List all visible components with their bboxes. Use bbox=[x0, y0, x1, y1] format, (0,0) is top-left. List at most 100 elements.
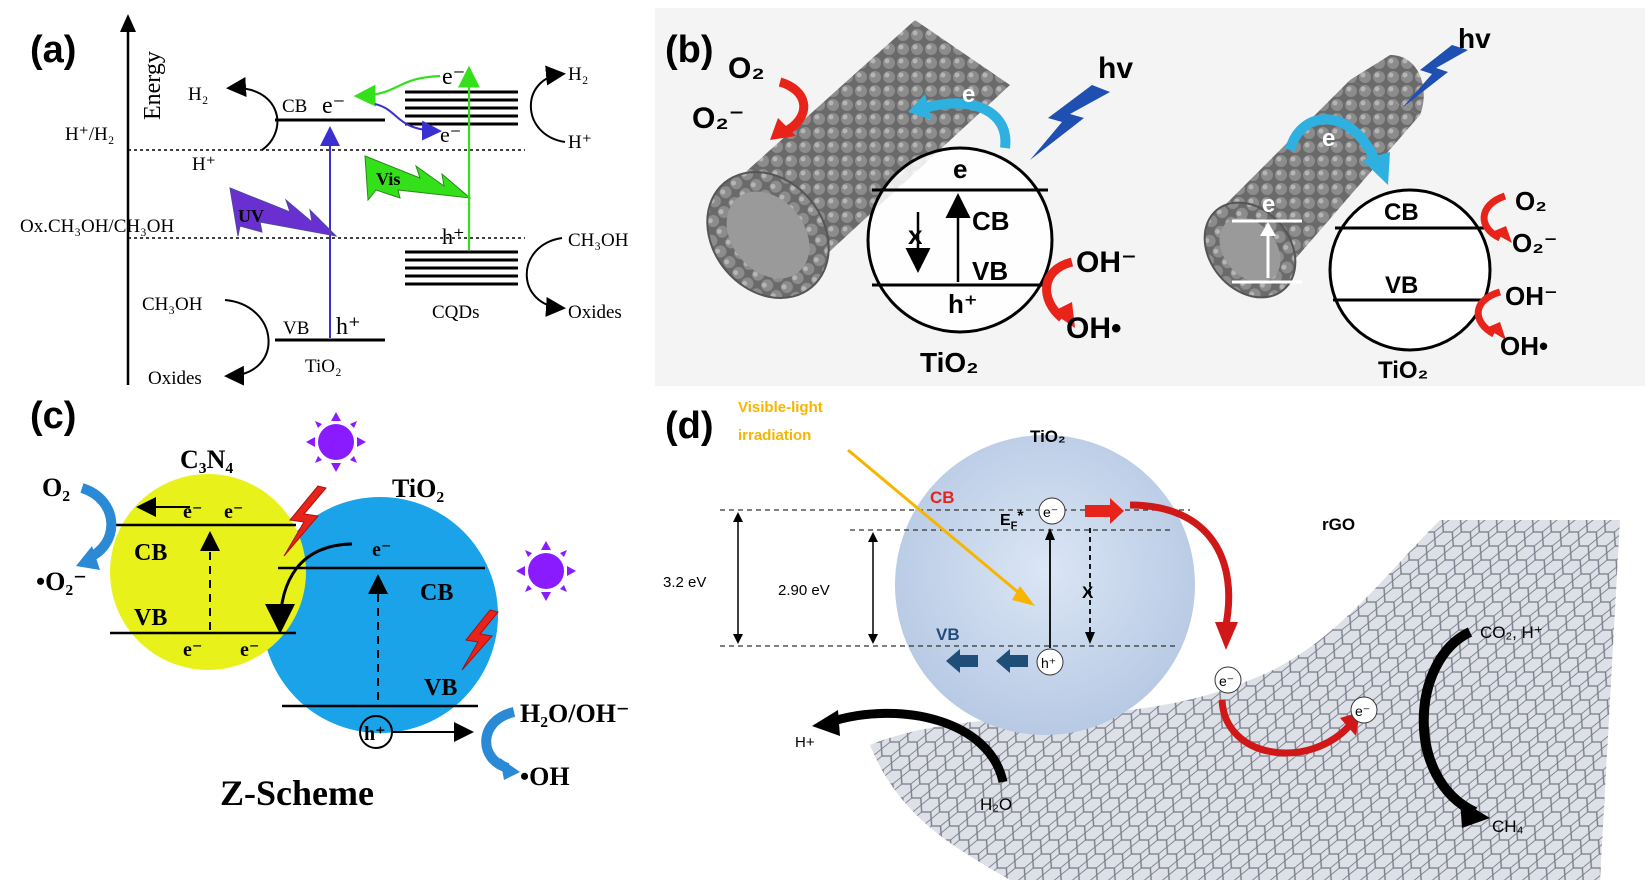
d-h2o-arrow-head-icon bbox=[812, 710, 840, 736]
h2-right-label: H₂ bbox=[568, 64, 588, 85]
uv-lightning-icon bbox=[229, 187, 338, 237]
tio2-c-vb-label: VB bbox=[424, 675, 457, 701]
z-scheme-transfer-arrow bbox=[265, 542, 353, 634]
c3n4-e3: e⁻ bbox=[183, 639, 202, 661]
lightning-left-icon bbox=[1030, 85, 1110, 160]
tio2-to-cqd-transfer-arrow bbox=[374, 103, 442, 141]
oh-right-red-arrow-head-icon bbox=[1486, 322, 1506, 340]
panel-b: (b) e CB x VB h⁺ TiO₂ e O₂ O₂⁻ bbox=[655, 8, 1645, 386]
rgo-label: rGO bbox=[1322, 515, 1355, 534]
panel-d-label: (d) bbox=[665, 405, 714, 447]
ohminus-left-label: OH⁻ bbox=[1076, 246, 1137, 279]
energy-axis-arrow-icon bbox=[120, 14, 136, 32]
nanotube-right bbox=[1203, 55, 1424, 299]
ohrad-left-label: OH• bbox=[1066, 312, 1122, 345]
h2-left-label: H₂ bbox=[188, 84, 208, 105]
c-h2o-blue-arrow bbox=[481, 707, 516, 773]
hv-right-label: hv bbox=[1458, 23, 1491, 54]
c3n4-e1: e⁻ bbox=[183, 501, 202, 523]
d-recombination-arrow-head-icon bbox=[1085, 632, 1095, 644]
d-hole-circle bbox=[1036, 648, 1064, 676]
d-red-curve-2 bbox=[1218, 699, 1353, 757]
d-electron-top-circle bbox=[1038, 497, 1066, 525]
gap-3-2-label: 3.2 eV bbox=[663, 574, 706, 591]
nanotube-left bbox=[706, 20, 1010, 299]
hplus-left-label: H⁺ bbox=[192, 154, 216, 175]
tio2-left-vb-label: VB bbox=[972, 256, 1008, 286]
o2-right-label: O₂ bbox=[1515, 186, 1547, 216]
cqds-top-electron: e⁻ bbox=[442, 64, 465, 90]
sun-icon-right bbox=[516, 541, 576, 601]
lightning-c-top-icon bbox=[283, 485, 327, 557]
tio2-circle-right bbox=[1328, 188, 1492, 352]
c-o2-blue-arrow bbox=[80, 483, 117, 563]
ch3oh-right-label: CH₃OH bbox=[568, 230, 629, 251]
panel-a-label: (a) bbox=[30, 29, 76, 71]
oh-left-red-arrow-head-icon bbox=[1052, 302, 1075, 328]
panel-c-label: (c) bbox=[30, 395, 76, 437]
c3n4-cb-label: CB bbox=[134, 540, 167, 566]
panel-c: (c) C₃N₄ TiO₂ e⁻ e⁻ CB VB e⁻ e⁻ e⁻ CB VB… bbox=[30, 395, 630, 813]
hplus-right-label: H⁺ bbox=[568, 132, 592, 153]
ref-ch3oh-label: Ox.CH₃OH/CH₃OH bbox=[20, 216, 174, 237]
d-h2o-label: H₂O bbox=[980, 795, 1012, 814]
lightning-right-icon bbox=[1402, 45, 1468, 108]
tio2-right-label: TiO₂ bbox=[1378, 357, 1428, 384]
oxides-left-label: Oxides bbox=[148, 368, 202, 389]
tio2-circle bbox=[262, 497, 498, 733]
d-hplus-label: H+ bbox=[795, 734, 815, 751]
o2-left-red-arrow bbox=[778, 77, 809, 134]
rgo-sheet bbox=[870, 520, 1620, 880]
d-vb-label: VB bbox=[936, 625, 960, 644]
tube-right-electron: e bbox=[1262, 191, 1275, 218]
d-x-label: X bbox=[1082, 583, 1094, 602]
tio2-left-label: TiO₂ bbox=[920, 347, 979, 378]
arc-left-electron: e bbox=[962, 81, 975, 108]
arc-right-electron: e bbox=[1322, 125, 1335, 152]
o2-left-label: O₂ bbox=[728, 52, 765, 85]
c-o2-blue-arrow-head-icon bbox=[76, 546, 100, 570]
c3n4-circle bbox=[110, 474, 306, 670]
cqds-hole: h⁺ bbox=[442, 224, 465, 249]
cqds-mid-electron: e⁻ bbox=[440, 122, 461, 147]
energy-axis-label: Energy bbox=[140, 51, 166, 120]
tio2-vb-hole: h⁺ bbox=[336, 314, 361, 340]
o2minus-right-label: O₂⁻ bbox=[1512, 228, 1558, 258]
d-excitation-arrow-head-icon bbox=[1045, 528, 1055, 540]
c-oh-label: •OH bbox=[520, 762, 570, 791]
o2-right-red-arrow-head-icon bbox=[1492, 226, 1512, 243]
c3n4-e2: e⁻ bbox=[224, 501, 243, 523]
d-electron-r1-circle bbox=[1214, 666, 1242, 694]
d-red-curve-1 bbox=[1129, 501, 1233, 631]
tio2-c-cb-label: CB bbox=[420, 580, 453, 606]
uv-label: UV bbox=[238, 206, 264, 226]
blue-arc-left-head-icon bbox=[908, 94, 932, 120]
c-h2o-label: H₂O/OH⁻ bbox=[520, 699, 630, 728]
gap-2-90-label: 2.90 eV bbox=[778, 582, 830, 599]
ch3oh-left-label: CH₃OH bbox=[142, 294, 203, 315]
tio2-right-vb-label: VB bbox=[1385, 272, 1418, 299]
d-blue-arrow-1-icon bbox=[996, 649, 1028, 673]
visible-light-arrow bbox=[847, 448, 1026, 600]
c-h2o-blue-arrow-head-icon bbox=[500, 758, 520, 780]
c3n4-vb-label: VB bbox=[134, 605, 167, 631]
lightning-c-right-icon bbox=[461, 609, 499, 671]
ohminus-right-label: OH⁻ bbox=[1505, 281, 1558, 311]
c3n4-label: C₃N₄ bbox=[180, 445, 233, 474]
panel-d: (d) rGO TiO₂ 3.2 eV 2.90 eV Visible-ligh… bbox=[655, 392, 1645, 887]
c-o2-label: O₂ bbox=[42, 473, 70, 502]
tio2-left-x-label: x bbox=[908, 220, 923, 250]
d-co2-arrow bbox=[1418, 627, 1478, 817]
o2minus-left-label: O₂⁻ bbox=[692, 102, 745, 135]
d-electron-r1: e⁻ bbox=[1219, 673, 1234, 689]
visible-light-label-2: irradiation bbox=[738, 427, 811, 444]
d-electron-r2-circle bbox=[1350, 696, 1378, 724]
tio2-d-sphere bbox=[895, 435, 1195, 735]
d-co2-arrow-head-icon bbox=[1460, 800, 1490, 828]
oxides-right-label: Oxides bbox=[568, 302, 622, 323]
h2-right-arrow bbox=[529, 65, 566, 143]
tio2-circle-left bbox=[866, 146, 1054, 334]
ohrad-right-label: OH• bbox=[1500, 331, 1548, 361]
blue-arc-right-head-icon bbox=[1362, 152, 1390, 185]
tio2-c-electron: e⁻ bbox=[372, 539, 391, 561]
